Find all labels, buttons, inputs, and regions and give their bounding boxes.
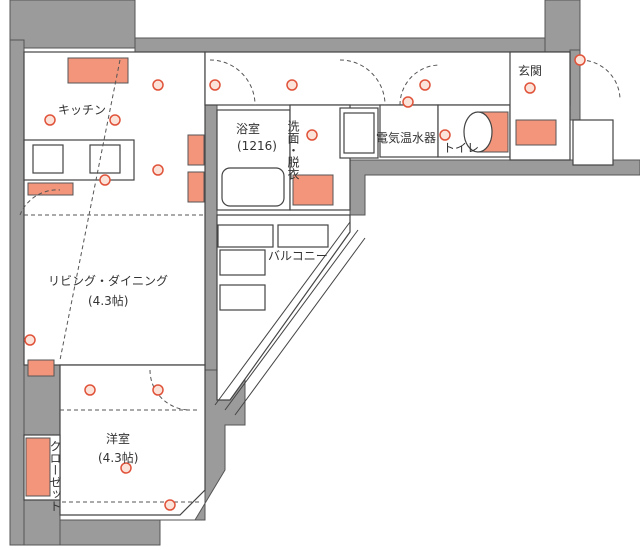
toilet-label: トイレ — [443, 141, 479, 155]
toilet-icon — [463, 111, 493, 153]
bathtub-icon — [221, 167, 285, 207]
western-room — [59, 364, 206, 516]
western-room-label: 洋室 — [106, 431, 130, 446]
washbasin-icon — [343, 112, 375, 154]
kitchen-counter — [23, 111, 493, 207]
bath-label: 浴室 — [236, 121, 260, 136]
living-dining-size: (4.3帖) — [88, 293, 128, 308]
closet-label: クローゼット — [48, 440, 62, 512]
entrance-label: 玄関 — [518, 63, 542, 78]
sink-icon — [89, 144, 121, 174]
hallway — [204, 51, 571, 106]
light-fixtures — [24, 54, 586, 511]
balcony-label: バルコニー — [268, 249, 328, 263]
living-dining-label: リビング・ダイニング — [48, 273, 168, 288]
western-room-size: (4.3帖) — [98, 450, 138, 465]
pipe-space — [572, 119, 614, 166]
stove-icon — [32, 144, 64, 174]
living-dining-room — [23, 51, 206, 366]
washroom-label: 洗面・脱衣 — [286, 120, 300, 180]
kitchen-label: キッチン — [58, 103, 106, 117]
door-swings — [19, 59, 621, 503]
walls — [9, 0, 640, 546]
balcony-railing — [214, 221, 366, 416]
storage-areas — [25, 57, 557, 497]
bath-size: (1216) — [237, 139, 277, 153]
water-heater-label: 電気温水器 — [376, 130, 436, 145]
